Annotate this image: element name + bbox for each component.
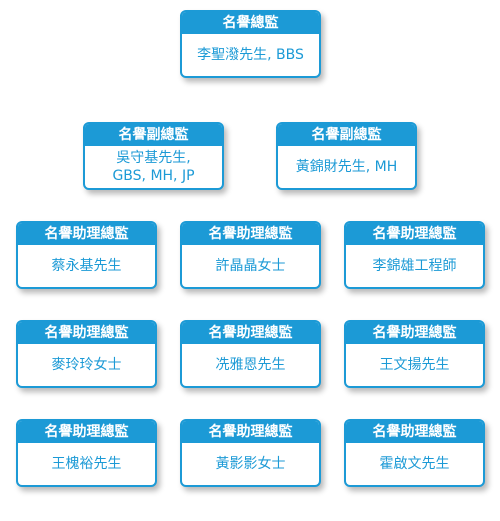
assistant-card-5: 名譽助理總監 冼雅恩先生 <box>180 320 321 388</box>
assistant-title-5: 名譽助理總監 <box>182 322 319 344</box>
assistant-title-4: 名譽助理總監 <box>18 322 155 344</box>
assistant-name-9: 霍啟文先生 <box>379 456 450 472</box>
assistant-name-1: 蔡永基先生 <box>51 258 122 274</box>
assistant-title-6: 名譽助理總監 <box>346 322 483 344</box>
assistant-card-3: 名譽助理總監 李錦雄工程師 <box>344 221 485 289</box>
assistant-name-3: 李錦雄工程師 <box>372 258 457 274</box>
assistant-title-2: 名譽助理總監 <box>182 223 319 245</box>
deputy-title-1: 名譽副總監 <box>85 124 222 146</box>
assistant-card-1: 名譽助理總監 蔡永基先生 <box>16 221 157 289</box>
assistant-card-8: 名譽助理總監 黃影影女士 <box>180 419 321 487</box>
assistant-card-9: 名譽助理總監 霍啟文先生 <box>344 419 485 487</box>
assistant-name-7: 王槐裕先生 <box>51 456 122 472</box>
deputy-title-2: 名譽副總監 <box>278 124 415 146</box>
assistant-card-6: 名譽助理總監 王文揚先生 <box>344 320 485 388</box>
assistant-card-7: 名譽助理總監 王槐裕先生 <box>16 419 157 487</box>
assistant-card-4: 名譽助理總監 麥玲玲女士 <box>16 320 157 388</box>
assistant-name-2: 許晶晶女士 <box>215 258 286 274</box>
deputy-name-2: 黃錦財先生, MH <box>295 159 398 175</box>
assistant-title-1: 名譽助理總監 <box>18 223 155 245</box>
deputy-name-1: 吳守基先生, GBS, MH, JP <box>112 150 195 184</box>
assistant-title-7: 名譽助理總監 <box>18 421 155 443</box>
assistant-title-3: 名譽助理總監 <box>346 223 483 245</box>
assistant-name-5: 冼雅恩先生 <box>215 357 286 373</box>
deputy-card-1: 名譽副總監 吳守基先生, GBS, MH, JP <box>83 122 224 190</box>
assistant-card-2: 名譽助理總監 許晶晶女士 <box>180 221 321 289</box>
assistant-title-9: 名譽助理總監 <box>346 421 483 443</box>
director-title: 名譽總監 <box>182 12 319 34</box>
assistant-name-6: 王文揚先生 <box>379 357 450 373</box>
deputy-card-2: 名譽副總監 黃錦財先生, MH <box>276 122 417 190</box>
assistant-name-4: 麥玲玲女士 <box>51 357 122 373</box>
director-name: 李聖潑先生, BBS <box>197 47 304 63</box>
assistant-title-8: 名譽助理總監 <box>182 421 319 443</box>
director-card: 名譽總監 李聖潑先生, BBS <box>180 10 321 78</box>
assistant-name-8: 黃影影女士 <box>215 456 286 472</box>
